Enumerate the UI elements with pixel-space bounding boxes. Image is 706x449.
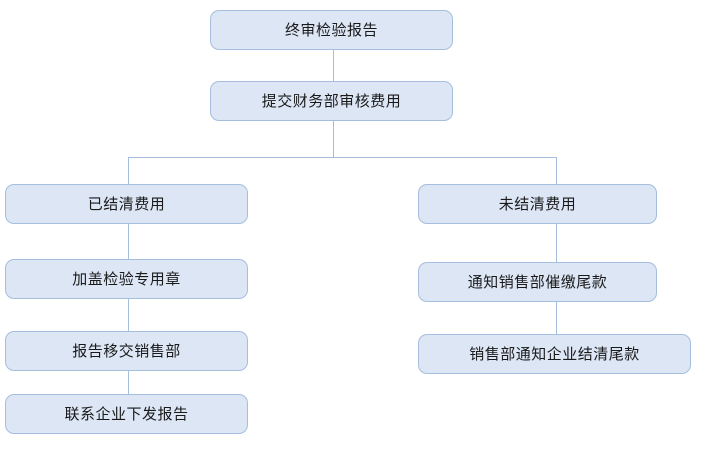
connector-n4-to-n6: [556, 224, 557, 262]
flow-node-n2[interactable]: 提交财务部审核费用: [210, 81, 453, 121]
connector-n3-to-n5: [128, 224, 129, 259]
flow-node-label: 终审检验报告: [284, 20, 378, 39]
connector-n6-to-n8: [556, 302, 557, 334]
flow-node-label: 销售部通知企业结清尾款: [469, 344, 640, 363]
connector-branch-to-n4: [556, 157, 557, 184]
flow-node-n1[interactable]: 终审检验报告: [210, 10, 453, 50]
flow-node-n7[interactable]: 报告移交销售部: [5, 331, 248, 371]
flow-node-label: 报告移交销售部: [72, 341, 181, 360]
connector-branch-to-branch: [128, 157, 557, 158]
flow-node-label: 未结清费用: [498, 194, 577, 213]
flow-node-n6[interactable]: 通知销售部催缴尾款: [418, 262, 657, 302]
flow-node-label: 联系企业下发报告: [64, 404, 189, 423]
connector-n5-to-n7: [128, 299, 129, 331]
flow-node-label: 通知销售部催缴尾款: [467, 272, 608, 291]
flow-node-n9[interactable]: 联系企业下发报告: [5, 394, 248, 434]
flow-node-n4[interactable]: 未结清费用: [418, 184, 657, 224]
connector-branch-to-n3: [128, 157, 129, 184]
flow-node-n3[interactable]: 已结清费用: [5, 184, 248, 224]
flow-node-label: 加盖检验专用章: [72, 269, 181, 288]
flow-node-label: 已结清费用: [87, 194, 166, 213]
connector-n2-to-branch: [333, 121, 334, 157]
flow-node-label: 提交财务部审核费用: [261, 91, 402, 110]
connector-n1-to-n2: [333, 50, 334, 81]
connector-n7-to-n9: [128, 371, 129, 394]
flow-node-n5[interactable]: 加盖检验专用章: [5, 259, 248, 299]
flow-node-n8[interactable]: 销售部通知企业结清尾款: [418, 334, 691, 374]
